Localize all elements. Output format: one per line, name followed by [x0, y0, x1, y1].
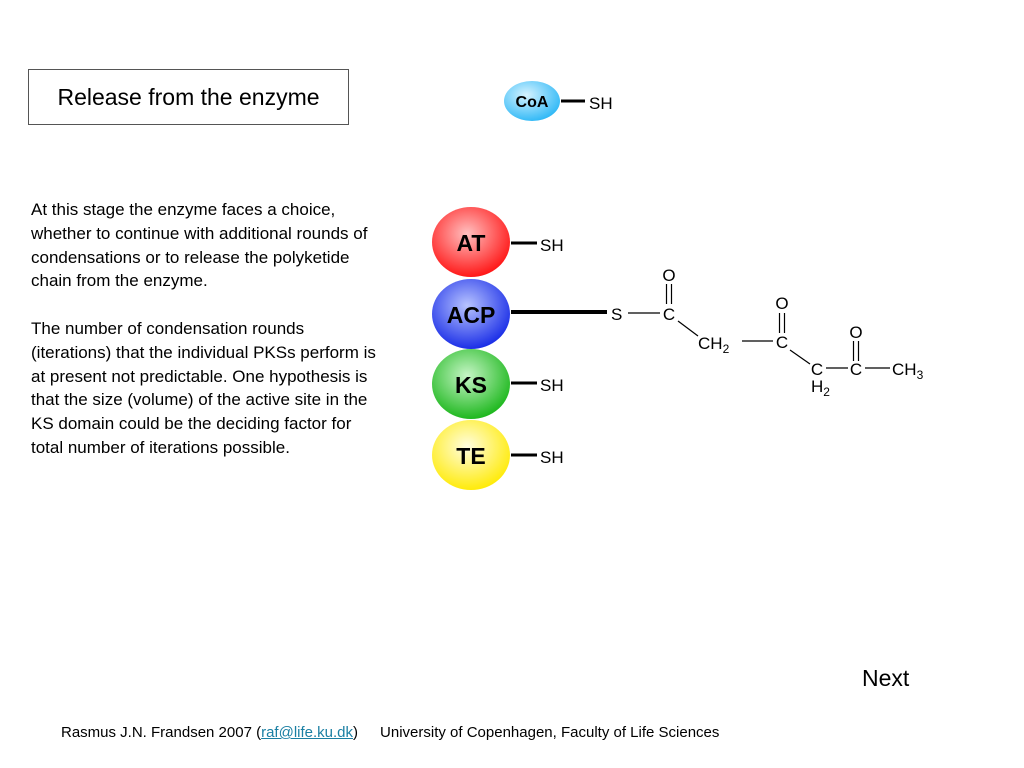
at-domain [432, 207, 510, 277]
paragraph-choice: At this stage the enzyme faces a choice,… [31, 200, 368, 291]
footer-author: Rasmus J.N. Frandsen 2007 [61, 724, 252, 741]
acp-s-label: S [611, 305, 622, 324]
o1-atom: O [662, 266, 675, 285]
coa-sh-label: SH [589, 94, 613, 113]
at-label: AT [457, 230, 486, 256]
bond-c1-ch2 [677, 320, 699, 337]
ks-domain [432, 349, 510, 419]
coa-oval [504, 81, 560, 121]
at-sh-label: SH [540, 236, 564, 255]
c1-atom: C [663, 305, 675, 324]
paragraph-iterations: The number of condensation rounds (itera… [31, 318, 376, 457]
c2-atom: C [776, 333, 788, 352]
ch2-atom: CH2 [698, 334, 730, 356]
footer-email-link[interactable]: raf@life.ku.dk [261, 724, 354, 741]
ch3-atom: CH3 [892, 360, 924, 382]
te-domain [432, 420, 510, 490]
o2-atom: O [775, 294, 788, 313]
c4-atom: C [850, 360, 862, 379]
body-text: At this stage the enzyme faces a choice,… [31, 198, 381, 484]
footer-institution: University of Copenhagen, Faculty of Lif… [380, 724, 720, 741]
c3-atom: C [811, 360, 823, 379]
te-label: TE [456, 443, 485, 469]
coa-label: CoA [516, 94, 549, 111]
footer: Rasmus J.N. Frandsen 2007 (raf@life.ku.d… [61, 724, 719, 741]
next-button[interactable]: Next [862, 665, 910, 691]
ks-sh-label: SH [540, 376, 564, 395]
acp-label: ACP [447, 302, 496, 328]
bond-c2-c3 [789, 349, 811, 365]
o3-atom: O [849, 323, 862, 342]
acp-domain [432, 279, 510, 349]
slide-title: Release from the enzyme [28, 69, 349, 125]
te-sh-label: SH [540, 448, 564, 467]
polyketide-chain: C O CH2 C O C H2 C O CH3 [628, 266, 924, 399]
ks-label: KS [455, 372, 487, 398]
slide-title-text: Release from the enzyme [57, 83, 320, 110]
footer-paren-open: ( [256, 724, 262, 741]
footer-paren-close: ) [353, 724, 359, 741]
c3-hydrogens: H2 [811, 377, 830, 399]
